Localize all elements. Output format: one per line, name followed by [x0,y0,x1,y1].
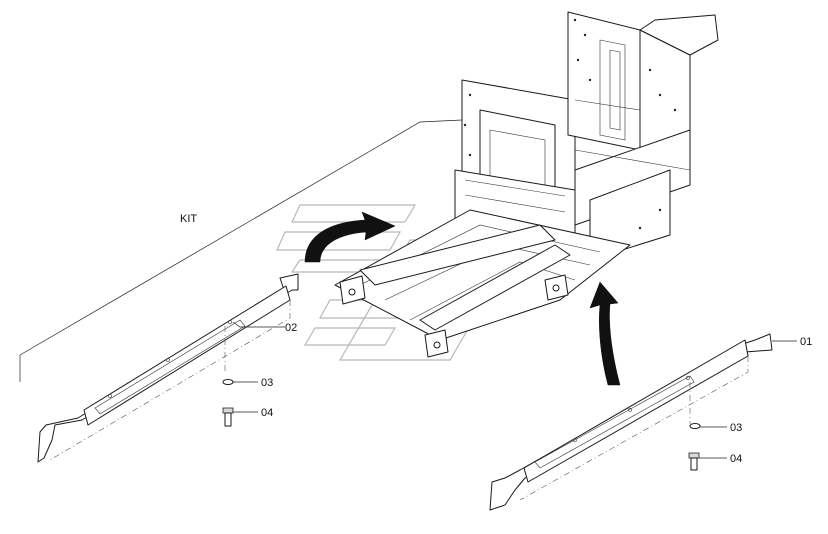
install-arrow-right [589,281,621,386]
rivet-dots [463,18,677,230]
install-arrow-left [304,211,396,263]
part-03-label-left: 03 [261,377,273,389]
part-03-washer-left: 03 [222,377,273,389]
kit-label: KIT [180,213,197,225]
part-04-bolt-right: 04 [688,452,742,471]
part-04-label-right: 04 [730,453,742,465]
part-01-label: 01 [800,336,812,348]
chassis-frame [334,11,719,358]
kit-leader: KIT [19,119,463,382]
part-01-right-rail: 01 [489,333,812,511]
part-02-label: 02 [285,322,297,334]
part-04-label-left: 04 [261,407,273,419]
part-02-left-rail: 02 [37,273,299,463]
part-03-label-right: 03 [730,422,742,434]
part-03-washer-right: 03 [689,422,742,434]
part-04-bolt-left: 04 [222,407,273,427]
